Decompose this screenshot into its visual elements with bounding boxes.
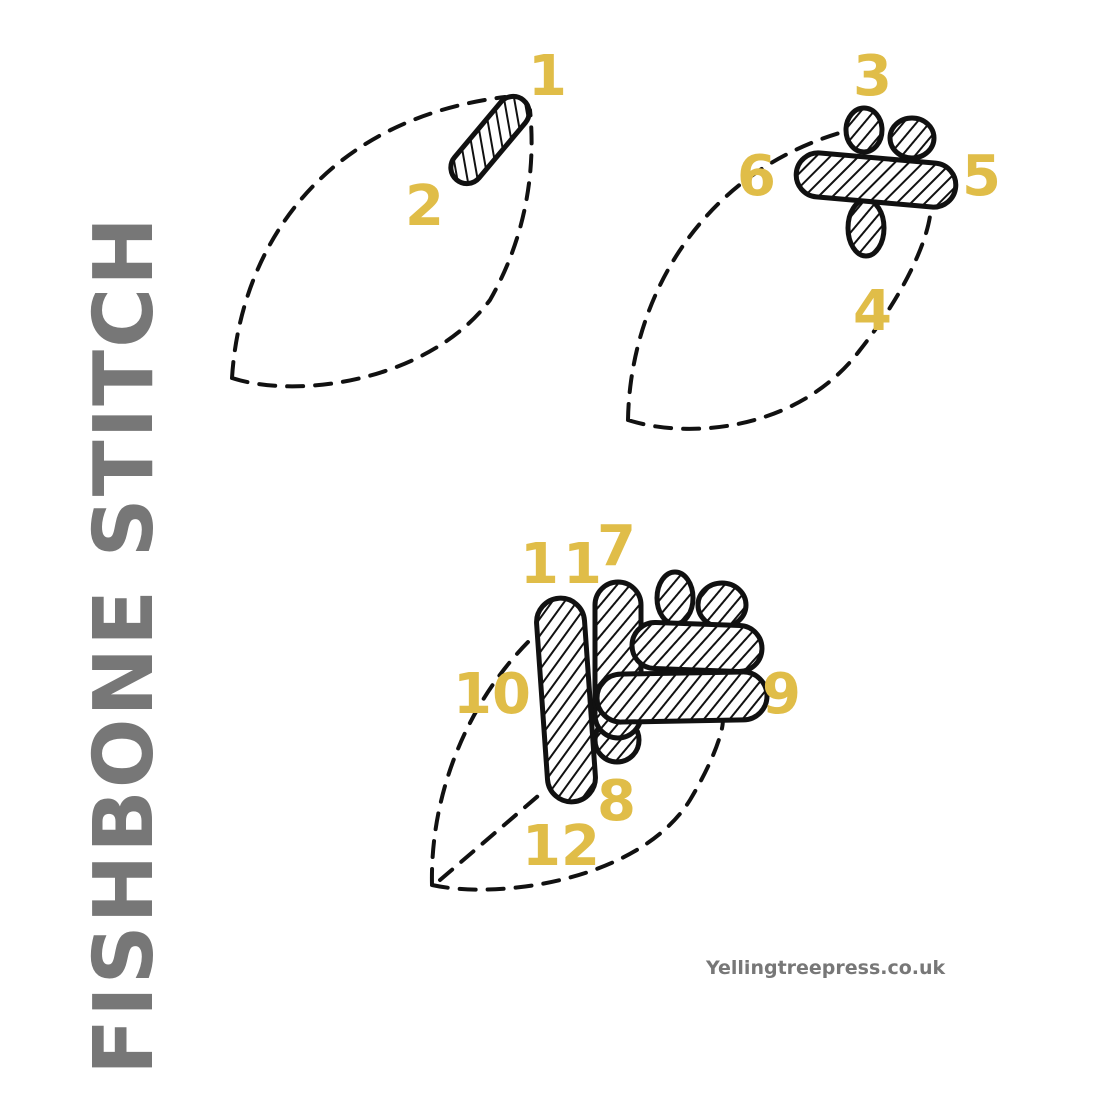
- label-5: 5: [962, 144, 1001, 209]
- stitch-1-2: [448, 93, 532, 187]
- leaf-midline: [438, 788, 547, 882]
- stitch-5-6: [793, 150, 959, 210]
- label-8: 8: [597, 769, 636, 834]
- label-9: 9: [762, 662, 801, 727]
- label-3: 3: [853, 44, 892, 109]
- stitch-4: [845, 197, 887, 259]
- leaf-outline: [429, 638, 725, 892]
- label-12: 12: [522, 814, 600, 879]
- label-2: 2: [405, 174, 444, 239]
- stitch-small-top-a: [654, 569, 696, 627]
- step-2-diagram: 3 4 5 6: [626, 44, 1001, 431]
- leaf-outline: [626, 128, 933, 431]
- leaf-outline: [230, 95, 534, 389]
- stitch-3b: [887, 115, 937, 161]
- label-6: 6: [737, 144, 776, 209]
- label-4: 4: [853, 279, 892, 344]
- stitch-3: [843, 105, 885, 155]
- stitch-small-top-b: [695, 580, 749, 630]
- stitch-9-10: [594, 669, 770, 725]
- step-1-diagram: 1 2: [230, 44, 567, 389]
- stitch-upper-horizontal: [629, 620, 765, 674]
- stitch-11-12: [534, 595, 598, 805]
- step-3-diagram: 7 8 9 10 11 12: [429, 514, 801, 892]
- website-credit: Yellingtreepress.co.uk: [705, 957, 946, 979]
- label-7: 7: [597, 514, 636, 579]
- label-10: 10: [453, 662, 531, 727]
- label-11: 11: [520, 532, 606, 597]
- page-title: FISHBONE STITCH: [77, 215, 172, 1075]
- label-1: 1: [528, 44, 567, 109]
